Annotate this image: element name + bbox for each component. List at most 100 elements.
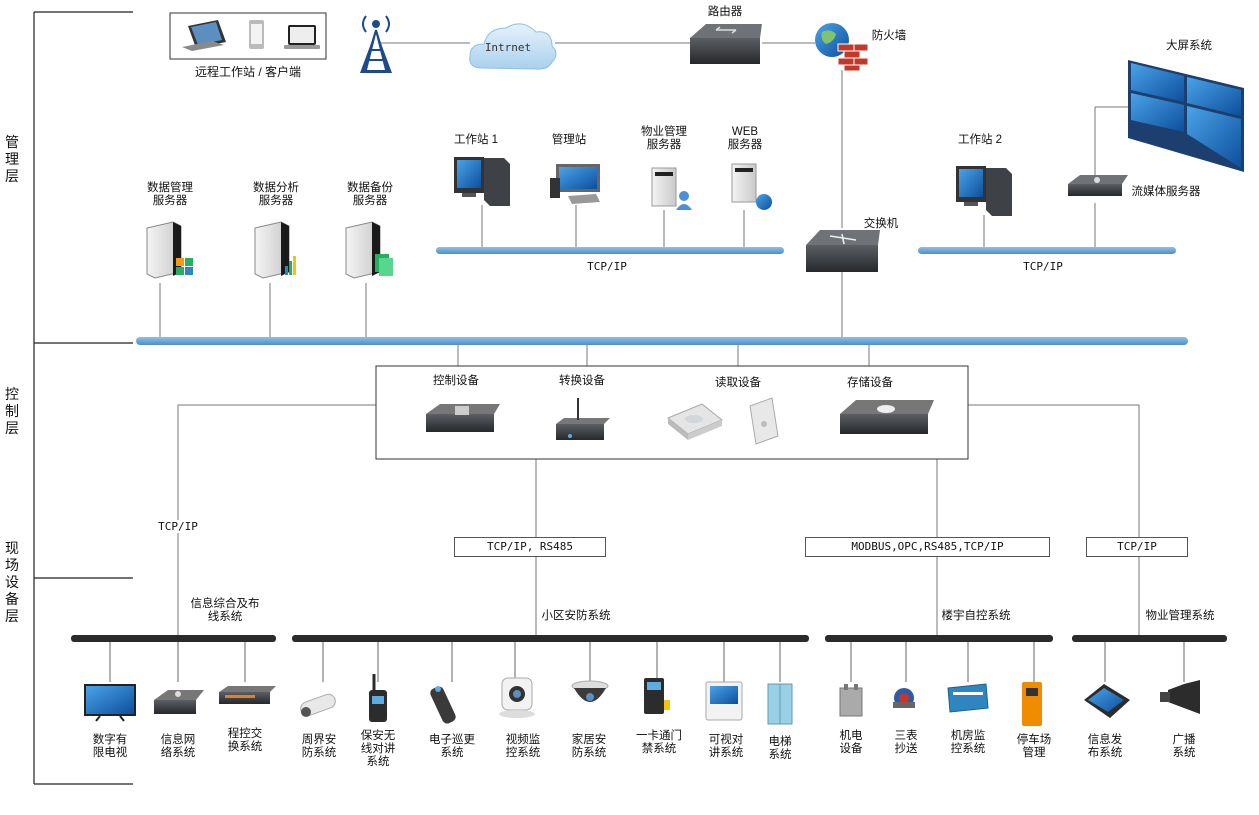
field-device-label: 信息网 络系统 — [160, 734, 196, 759]
workstation1-icon — [454, 157, 510, 206]
firewall-globe-icon — [815, 23, 869, 72]
field-device-label: 一卡通门 禁系统 — [636, 730, 682, 755]
field-device-label: 电子巡更 系统 — [429, 734, 475, 759]
property-server-icon — [651, 167, 692, 210]
walkie-talkie-icon — [369, 674, 387, 722]
digital-tv-icon — [84, 684, 136, 722]
data-backup-server-icon — [345, 221, 393, 279]
layer-bracket — [33, 11, 133, 785]
web-server-icon — [731, 163, 772, 210]
tcpip-left-label: TCP/IP — [587, 260, 627, 273]
tcpip-right-label: TCP/IP — [1023, 260, 1063, 273]
workstation2-icon — [956, 166, 1012, 216]
property-server-label: 物业管理 服务器 — [641, 126, 687, 151]
left-tcpip-label: TCP/IP — [150, 520, 206, 533]
loudspeaker-icon — [1160, 680, 1200, 714]
management-layer-label: 管 理 层 — [5, 134, 19, 184]
remote-workstation-label: 远程工作站 / 客户端 — [194, 65, 301, 79]
data-mgmt-server-icon — [146, 221, 193, 279]
router-label: 路由器 — [707, 6, 743, 18]
workstation1-label: 工作站 1 — [453, 134, 499, 146]
field-device-label: 三表 抄送 — [894, 730, 918, 755]
streaming-server-icon — [1068, 175, 1128, 196]
server-room-monitor-icon — [947, 683, 989, 713]
video-wall-icon — [1128, 60, 1244, 172]
admin-station-icon — [550, 164, 600, 204]
surveillance-camera-icon — [499, 677, 535, 718]
parking-terminal-icon — [1022, 682, 1042, 726]
field-bus-info — [71, 635, 276, 642]
field-device-label: 家居安 防系统 — [571, 734, 607, 759]
network-device-icon — [154, 690, 204, 714]
field-device-label: 视频监 控系统 — [505, 734, 541, 759]
elevator-icon — [767, 683, 793, 725]
streaming-server-label: 流媒体服务器 — [1131, 186, 1201, 198]
data-analysis-server-icon — [254, 221, 296, 279]
field-device-label: 机房监 控系统 — [950, 730, 986, 755]
data-backup-server-label: 数据备份 服务器 — [347, 182, 393, 207]
lan-bus-right — [918, 247, 1176, 254]
management-bus — [136, 337, 1188, 345]
perimeter-camera-icon — [300, 693, 336, 717]
access-control-panel-icon — [644, 678, 670, 714]
field-layer-label: 现 场 设 备 层 — [5, 540, 19, 624]
storage-device-icon — [840, 400, 934, 434]
property-protocol-box: TCP/IP — [1086, 537, 1188, 557]
security-system-label: 小区安防系统 — [541, 610, 611, 622]
info-cabling-system-label: 信息综合及布 线系统 — [190, 598, 260, 623]
control-layer-label: 控 制 层 — [5, 386, 19, 436]
data-analysis-server-label: 数据分析 服务器 — [253, 182, 299, 207]
field-device-label: 广播 系统 — [1172, 734, 1196, 759]
web-server-label: WEB 服务器 — [727, 126, 763, 151]
workstation2-label: 工作站 2 — [957, 134, 1003, 146]
controller-device-icon — [426, 404, 500, 432]
field-device-label: 信息发 布系统 — [1087, 734, 1123, 759]
notebook-icon — [284, 25, 320, 49]
security-protocol-box: TCP/IP, RS485 — [454, 537, 606, 557]
field-device-label: 程控交 换系统 — [227, 728, 263, 753]
access-reader-icon — [749, 397, 779, 445]
dome-camera-icon — [571, 680, 609, 702]
internet-cloud-icon — [469, 23, 557, 70]
smartphone-icon — [249, 20, 264, 49]
antenna-tower-icon — [360, 15, 392, 73]
core-switch-icon — [806, 230, 880, 272]
switch-label: 交换机 — [863, 218, 899, 230]
field-device-label: 数字有 限电视 — [92, 734, 128, 759]
property-system-label: 物业管理系统 — [1145, 610, 1215, 622]
field-drops — [109, 642, 1185, 682]
lan-bus-left — [436, 247, 784, 254]
field-device-label: 机电 设备 — [839, 730, 863, 755]
connection-lines — [159, 42, 1140, 636]
video-intercom-icon — [705, 681, 743, 721]
converter-device-icon — [556, 398, 610, 440]
converter-device-label: 转换设备 — [559, 375, 605, 387]
internet-label: Intrnet — [484, 41, 532, 54]
electromechanical-icon — [839, 684, 863, 717]
storage-device-label: 存储设备 — [847, 377, 893, 389]
building-automation-label: 楼宇自控系统 — [941, 610, 1011, 622]
field-bus-security — [292, 635, 809, 642]
pbx-switch-icon — [219, 686, 276, 704]
admin-station-label: 管理站 — [551, 134, 587, 146]
reader-device-label: 读取设备 — [715, 377, 761, 389]
router-icon — [690, 24, 762, 64]
field-device-label: 可视对 讲系统 — [708, 734, 744, 759]
laptop-icon — [182, 20, 226, 51]
field-device-label: 周界安 防系统 — [301, 734, 337, 759]
controller-device-label: 控制设备 — [433, 375, 479, 387]
meter-reading-icon — [893, 688, 915, 708]
field-device-label: 电梯 系统 — [768, 736, 792, 761]
video-wall-label: 大屏系统 — [1166, 40, 1212, 52]
building-protocol-box: MODBUS,OPC,RS485,TCP/IP — [805, 537, 1050, 557]
field-device-label: 保安无 线对讲 系统 — [360, 730, 396, 768]
field-bus-building — [825, 635, 1053, 642]
patrol-reader-icon — [430, 686, 456, 724]
field-bus-property — [1072, 635, 1227, 642]
info-display-icon — [1084, 684, 1130, 718]
data-mgmt-server-label: 数据管理 服务器 — [147, 182, 193, 207]
firewall-label: 防火墙 — [871, 30, 907, 42]
field-device-label: 停车场 管理 — [1016, 734, 1052, 759]
